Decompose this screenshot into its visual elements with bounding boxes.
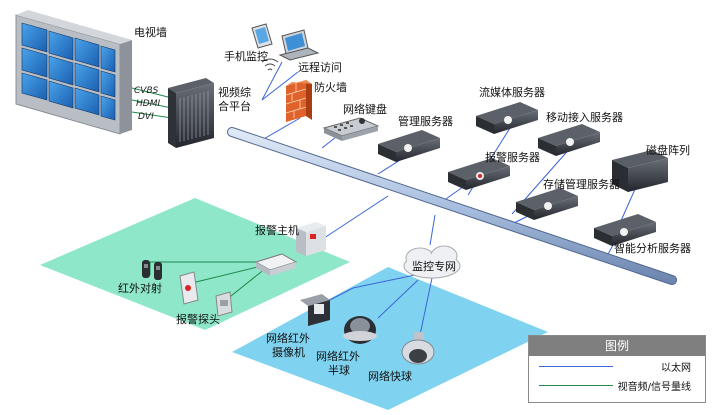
alarm-server-label: 报警服务器 <box>485 151 540 164</box>
alarm-zone <box>40 198 350 330</box>
legend-title: 图例 <box>529 336 705 356</box>
video-platform-device <box>168 78 214 148</box>
mobile-access-server-device <box>538 124 600 156</box>
cvbs-label: CVBS <box>134 86 159 96</box>
tv-wall-device <box>15 10 132 135</box>
mobile-remote-devices <box>251 23 320 71</box>
management-server-device <box>378 130 440 162</box>
firewall-label: 防火墙 <box>314 81 347 94</box>
network-keyboard-device <box>322 117 380 141</box>
streaming-server-device <box>476 102 538 134</box>
ethernet-backbone <box>227 127 677 285</box>
monitor-network-label: 监控专网 <box>412 260 456 273</box>
disk-array-device <box>612 150 668 192</box>
remote-access-label: 远程访问 <box>298 61 342 74</box>
dvi-label: DVI <box>138 112 154 122</box>
speed-dome-device <box>401 332 435 365</box>
management-server-label: 管理服务器 <box>398 115 453 128</box>
alarm-probe-devices <box>179 271 233 317</box>
alarm-server-device <box>448 158 510 190</box>
alarm-probe-label: 报警探头 <box>176 313 220 326</box>
hdmi-label: HDMI <box>136 99 161 109</box>
legend-row-av-signal: 视音频/信号量线 <box>529 375 705 394</box>
firewall-device <box>285 80 312 122</box>
mobile-access-server-label: 移动接入服务器 <box>546 111 623 124</box>
ir-dome-label-line2: 半球 <box>328 364 350 377</box>
ir-dome-device <box>343 316 377 344</box>
video-platform-label-line2: 合平台 <box>218 100 251 113</box>
ir-dome-label-line1: 网络红外 <box>316 350 360 363</box>
ir-beam-device <box>142 260 162 280</box>
legend-ethernet-swatch <box>539 366 613 367</box>
legend-av-signal-swatch <box>539 385 613 386</box>
legend-row-ethernet: 以太网 <box>529 356 705 375</box>
tv-wall-label: 电视墙 <box>134 26 167 39</box>
ai-server-label: 智能分析服务器 <box>614 242 691 255</box>
disk-array-label: 磁盘阵列 <box>646 144 690 157</box>
legend-av-signal-label: 视音频/信号量线 <box>617 382 691 393</box>
ir-beam-label: 红外对射 <box>118 282 162 295</box>
alarm-host-label: 报警主机 <box>255 224 299 237</box>
network-keyboard-label: 网络键盘 <box>343 103 387 116</box>
ir-camera-label-line2: 摄像机 <box>272 346 305 359</box>
legend-ethernet-label: 以太网 <box>661 363 691 374</box>
legend-box: 图例 以太网 视音频/信号量线 <box>528 335 706 403</box>
storage-server-device <box>516 188 578 220</box>
video-platform-label-line1: 视频综 <box>218 86 251 99</box>
speed-dome-label: 网络快球 <box>368 370 412 383</box>
storage-server-label: 存储管理服务器 <box>543 178 620 191</box>
ir-camera-label-line1: 网络红外 <box>266 332 310 345</box>
av-signal-lines <box>131 87 267 301</box>
camera-zone <box>232 267 548 410</box>
monitor-network-cloud <box>403 245 461 279</box>
ai-server-device <box>594 214 656 246</box>
alarm-module-device <box>254 253 298 276</box>
mobile-monitor-label: 手机监控 <box>224 50 268 63</box>
ir-camera-device <box>300 294 330 326</box>
alarm-host-device <box>296 222 326 256</box>
streaming-server-label: 流媒体服务器 <box>479 86 545 99</box>
